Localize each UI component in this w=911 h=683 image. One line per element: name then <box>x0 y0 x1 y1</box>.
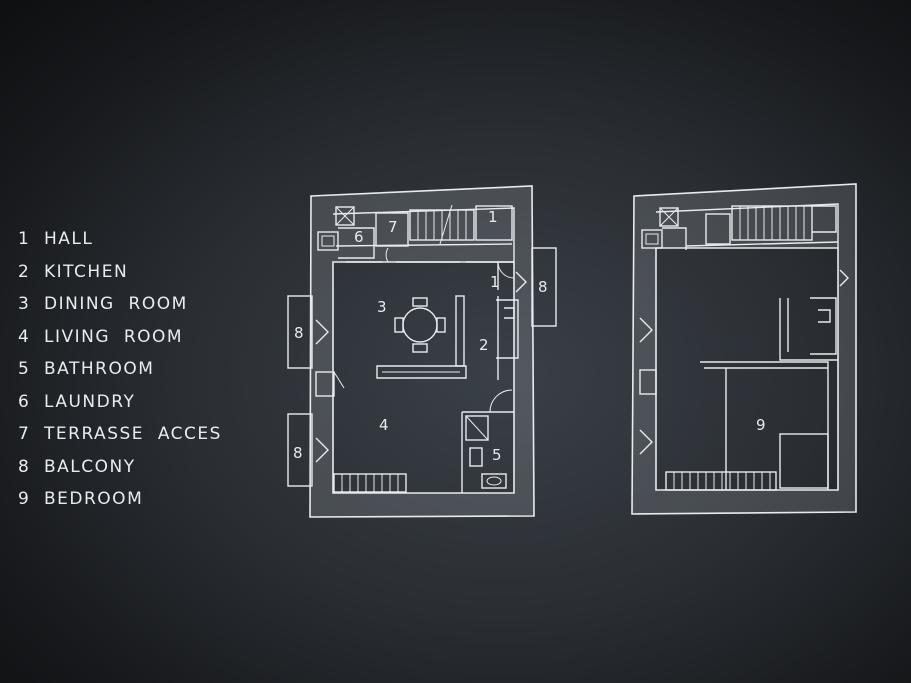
legend-item: 5 BATHROOM <box>18 356 222 389</box>
floor-plan-1: 1 1 2 3 4 5 6 7 8 8 8 <box>287 185 557 518</box>
plan1-label-dining: 3 <box>377 298 387 316</box>
legend-number: 5 <box>18 359 31 379</box>
plan2-bottom-stairs <box>665 471 777 491</box>
plan2-outer-walls <box>631 183 857 515</box>
plan1-balcony-left-top <box>287 295 313 369</box>
plan1-label-kitchen: 2 <box>479 336 489 354</box>
legend-label: TERRASSE ACCES <box>44 424 222 444</box>
floor-plan-2: 9 <box>631 183 857 515</box>
legend-label: BATHROOM <box>44 359 155 379</box>
legend-label: BEDROOM <box>44 489 144 509</box>
plan1-dining-table <box>394 297 446 353</box>
plan1-label-balcony-left-bottom: 8 <box>293 444 303 462</box>
legend-label: LIVING ROOM <box>44 326 184 347</box>
plan2-staircase <box>705 205 837 245</box>
legend-number: 1 <box>18 229 31 249</box>
plan1-label-hall-mid: 1 <box>490 273 500 291</box>
plan1-label-living: 4 <box>379 416 389 434</box>
legend-item: 1 HALL <box>18 226 222 259</box>
plan1-balcony-left-bottom <box>287 413 313 487</box>
plan1-staircase <box>409 204 475 245</box>
legend-label: LAUNDRY <box>44 391 136 412</box>
plan1-label-balcony-right: 8 <box>538 278 548 296</box>
plan1-label-terrasse: 7 <box>388 218 398 236</box>
legend-number: 8 <box>18 456 31 477</box>
legend-number: 3 <box>18 294 31 314</box>
legend-label: DINING ROOM <box>44 294 188 314</box>
legend-number: 9 <box>18 489 31 509</box>
legend-item: 4 LIVING ROOM <box>18 324 222 357</box>
plan1-label-laundry: 6 <box>354 228 364 246</box>
legend-number: 6 <box>18 391 31 412</box>
plan1-balcony-right <box>531 247 557 327</box>
plan1-bathroom <box>461 389 514 493</box>
plan1-label-bath: 5 <box>492 446 502 464</box>
legend-number: 2 <box>18 261 31 282</box>
plan2-bedroom-bed <box>779 433 829 489</box>
legend-label: KITCHEN <box>44 261 129 282</box>
legend-number: 7 <box>18 424 31 444</box>
plan1-laundry-unit <box>335 206 355 226</box>
legend-item: 7 TERRASSE ACCES <box>18 421 222 454</box>
legend-label: HALL <box>44 229 94 249</box>
legend-item: 3 DINING ROOM <box>18 291 222 324</box>
plan1-bottom-stairs <box>333 473 407 493</box>
plan2-label-bedroom: 9 <box>756 416 766 434</box>
legend-label: BALCONY <box>44 456 136 477</box>
legend-item: 2 KITCHEN <box>18 259 222 292</box>
legend-item: 6 LAUNDRY <box>18 389 222 422</box>
plan1-kitchen-counter <box>496 299 519 359</box>
legend-number: 4 <box>18 326 31 347</box>
plan1-fireplace-wall <box>376 365 467 379</box>
plan1-label-balcony-left-top: 8 <box>294 324 304 342</box>
legend-item: 9 BEDROOM <box>18 486 222 519</box>
legend-item: 8 BALCONY <box>18 454 222 487</box>
plan1-label-hall-top: 1 <box>488 208 498 226</box>
